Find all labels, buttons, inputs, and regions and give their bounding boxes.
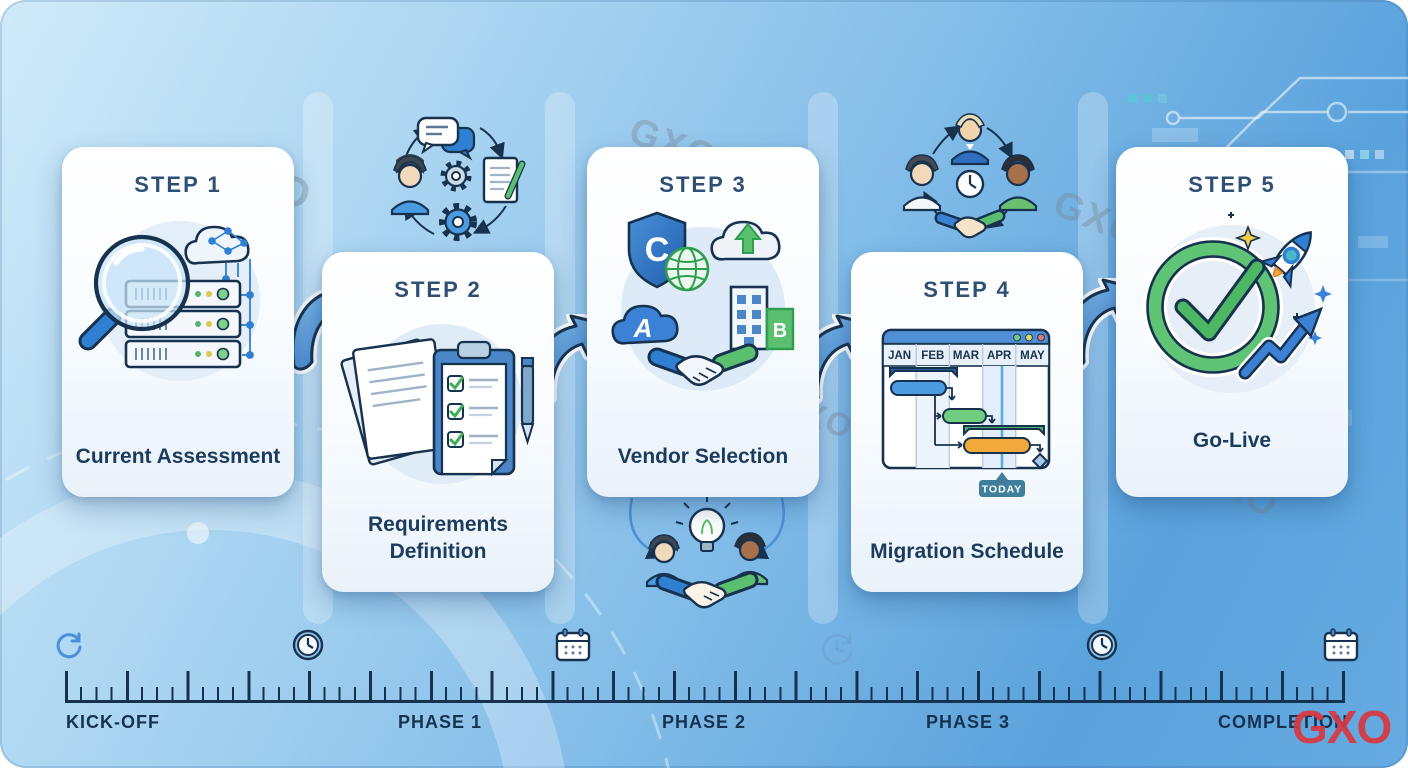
step-5-caption: Go-Live <box>1192 429 1272 453</box>
timeline-label-phase2: PHASE 2 <box>661 712 747 732</box>
golive-illustration <box>1116 205 1348 405</box>
vendor-options-icon: C A <box>611 211 795 391</box>
step-card-1: STEP 1 <box>62 147 294 497</box>
person-icon <box>950 113 990 166</box>
document-pencil-icon <box>482 156 526 204</box>
timeline-label-completion: COMPLETION <box>1218 712 1348 732</box>
timeline-label-kickoff: KICK-OFF <box>66 712 160 732</box>
step-4-caption: Migration Schedule <box>870 540 1064 564</box>
clock-icon <box>955 169 985 199</box>
cloud-network-icon <box>184 225 250 265</box>
gear-icon <box>440 160 472 192</box>
clock-icon <box>292 629 324 661</box>
today-badge <box>979 480 1025 497</box>
month-header <box>882 343 1050 367</box>
growth-arrow-icon <box>1236 306 1324 382</box>
handshake-icon <box>647 343 759 387</box>
gear-icon <box>439 203 477 241</box>
check-circle-icon <box>1143 237 1283 377</box>
step-3-label: STEP 3 <box>659 172 747 197</box>
svg-text:MAR: MAR <box>953 350 980 362</box>
step-2-caption: Requirements Definition <box>367 512 509 564</box>
step-card-5: STEP 5 <box>1116 147 1348 497</box>
pen-icon <box>520 357 535 446</box>
window-titlebar <box>881 328 1051 346</box>
today-label: TODAY <box>982 484 1023 496</box>
person-icon <box>902 154 942 212</box>
gantt-connectors <box>934 387 1044 453</box>
vendor-illustration: C A <box>587 205 819 401</box>
svg-text:C: C <box>645 231 670 269</box>
magnifier-icon <box>78 234 191 351</box>
step-4-label: STEP 4 <box>923 277 1011 302</box>
timeline-major-ticks <box>65 671 1345 703</box>
timeline-label-phase1: PHASE 1 <box>397 712 483 732</box>
gantt-chart-icon: JAN FEB MAR APR MAY <box>881 328 1051 497</box>
svg-text:MAY: MAY <box>1020 350 1045 362</box>
step-1-label: STEP 1 <box>134 172 222 197</box>
gantt-bars <box>889 367 1049 470</box>
calendar-icon <box>1323 628 1359 662</box>
calendar-icon <box>555 628 591 662</box>
gantt-illustration: JAN FEB MAR APR MAY <box>851 328 1083 498</box>
step-card-3: STEP 3 C <box>587 147 819 497</box>
decor-node <box>187 522 209 544</box>
requirements-illustration <box>322 308 554 494</box>
lightbulb-icon <box>675 496 739 552</box>
time-refresh-icon <box>822 633 853 665</box>
svg-text:B: B <box>773 320 787 342</box>
timeline-baseline <box>65 700 1345 703</box>
timeline-label-phase3: PHASE 3 <box>925 712 1011 732</box>
chat-bubbles-icon <box>416 116 476 161</box>
step-3-caption: Vendor Selection <box>617 445 789 469</box>
decor-ring <box>0 470 565 768</box>
svg-text:JAN: JAN <box>888 350 911 362</box>
person-icon <box>390 154 430 216</box>
magnifier-servers-icon <box>78 221 260 381</box>
connection-lines <box>222 259 254 359</box>
handshake-icon <box>934 209 1006 239</box>
rocket-icon <box>1258 231 1312 289</box>
clipboard-icon <box>432 340 516 477</box>
person-icon <box>998 154 1038 212</box>
building-icon: B <box>729 285 795 351</box>
agreement-idea-icon <box>629 496 785 609</box>
globe-icon <box>664 246 710 292</box>
today-pointer <box>996 472 1008 480</box>
success-launch-icon <box>1143 212 1332 393</box>
step-card-2: STEP 2 <box>322 252 554 592</box>
refresh-icon <box>56 632 82 659</box>
checklist-documents-icon <box>340 324 535 484</box>
step-1-caption: Current Assessment <box>75 445 281 469</box>
step-card-4: STEP 4 JAN FEB MAR APR <box>851 252 1083 592</box>
svg-text:A: A <box>633 313 653 343</box>
svg-text:FEB: FEB <box>921 350 944 362</box>
collaboration-cycle-icon <box>390 116 526 241</box>
assessment-illustration <box>62 201 294 401</box>
step-2-label: STEP 2 <box>394 277 482 302</box>
step-5-label: STEP 5 <box>1188 172 1276 197</box>
paper-stack-icon <box>340 338 450 466</box>
clock-icon <box>1086 629 1118 661</box>
handshake-icon <box>655 571 759 609</box>
gxo-logo: GXO <box>1292 701 1392 753</box>
svg-text:APR: APR <box>987 350 1012 362</box>
stakeholders-cycle-icon <box>902 113 1038 239</box>
cloud-upload-icon <box>710 220 781 261</box>
cloud-vendor-icon: A <box>611 304 679 345</box>
